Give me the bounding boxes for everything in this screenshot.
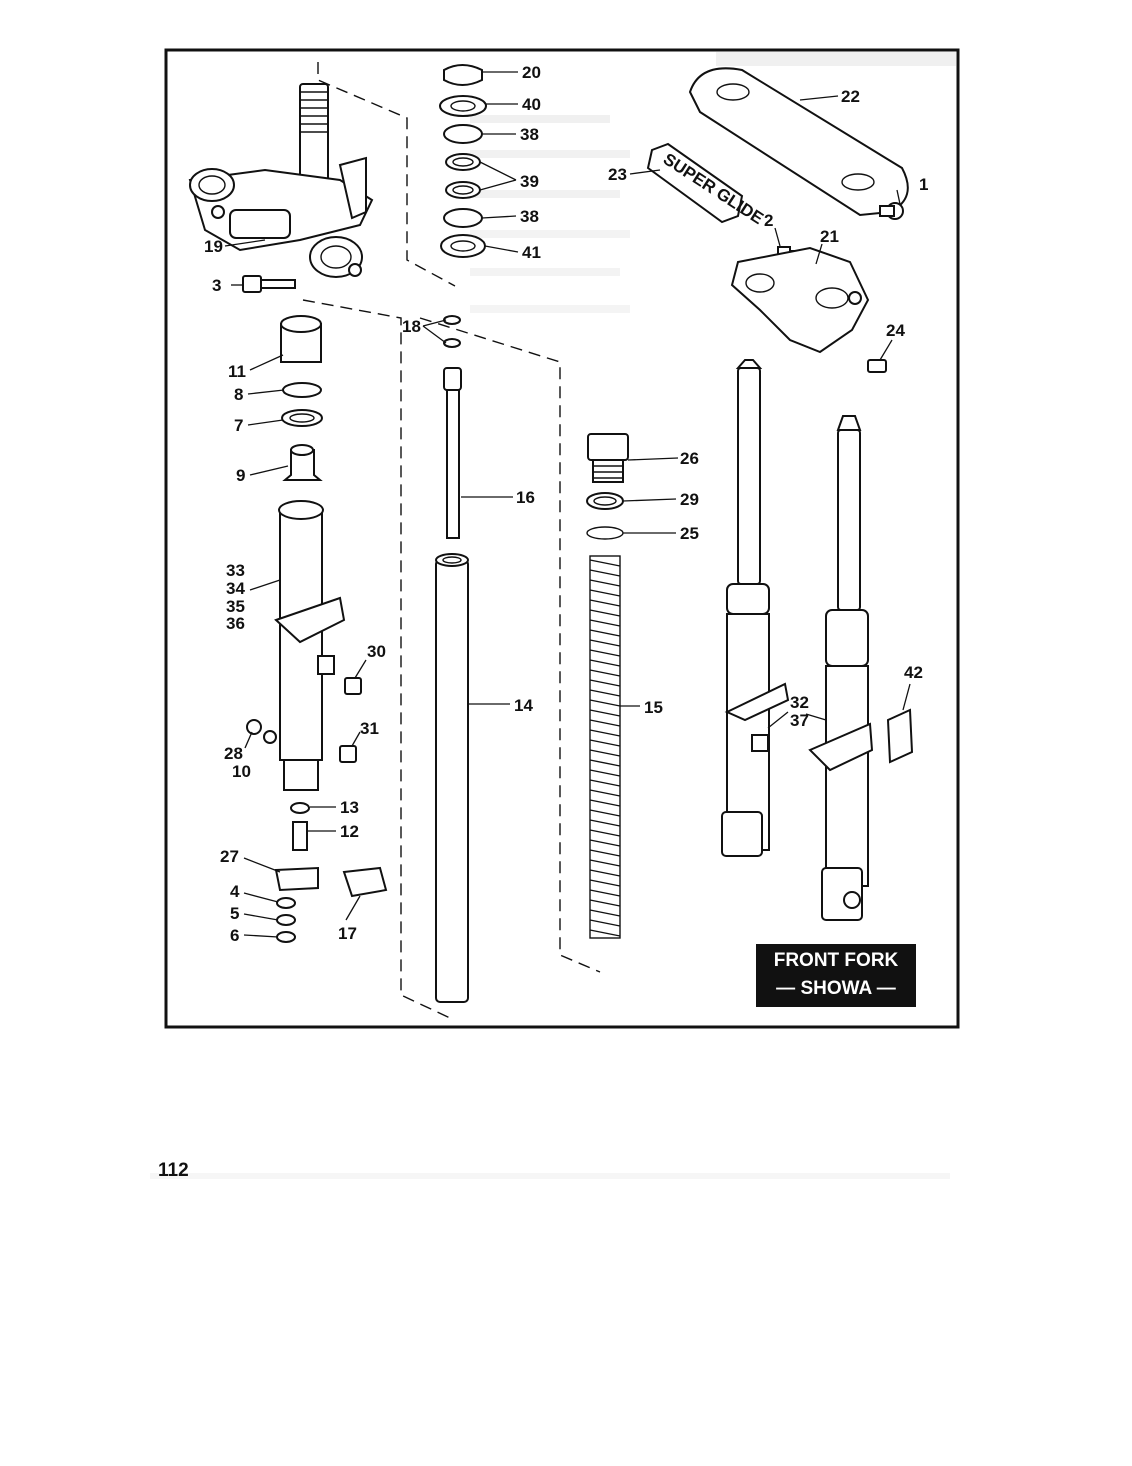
callout-5: 5 <box>230 904 239 923</box>
callout-11: 11 <box>228 362 246 381</box>
callout-36: 36 <box>226 614 245 633</box>
callout-27: 27 <box>220 847 239 866</box>
callout-10: 10 <box>232 762 251 781</box>
label-decal-42 <box>886 708 914 764</box>
callout-13: 13 <box>340 798 359 817</box>
title-line-2: — SHOWA — <box>776 978 896 999</box>
callout-33: 33 <box>226 561 245 580</box>
callout-4: 4 <box>230 882 240 901</box>
callout-18: 18 <box>402 317 421 336</box>
leader-lines <box>224 71 911 938</box>
title-line-1: FRONT FORK <box>773 950 899 971</box>
callout-20: 20 <box>522 63 541 82</box>
assembled-fork-right <box>808 415 874 921</box>
callout-23: 23 <box>608 165 627 184</box>
fork-tube-14 <box>435 553 469 1003</box>
screw-1 <box>879 202 904 220</box>
callout-35: 35 <box>226 597 245 616</box>
callout-38-lower: 38 <box>520 207 539 226</box>
callout-34: 34 <box>226 579 245 598</box>
bleed-through-text <box>150 52 956 1179</box>
callout-16: 16 <box>516 488 535 507</box>
fork-spring-15 <box>589 555 621 939</box>
callout-40: 40 <box>522 95 541 114</box>
callout-37: 37 <box>790 711 809 730</box>
assembly-guide-lines <box>302 62 601 1019</box>
callout-12: 12 <box>340 822 359 841</box>
callout-38-upper: 38 <box>520 125 539 144</box>
callout-39: 39 <box>520 172 539 191</box>
callout-32: 32 <box>790 693 809 712</box>
callout-24: 24 <box>886 321 905 340</box>
left-column-seals <box>280 315 323 481</box>
cap-bolt-26 <box>587 433 629 483</box>
damper-rod-16 <box>443 315 462 539</box>
callout-labels: 20 40 38 39 38 41 22 23 1 2 21 24 19 3 1… <box>204 63 928 945</box>
callout-1: 1 <box>919 175 928 194</box>
callout-14: 14 <box>514 696 533 715</box>
callout-41: 41 <box>522 243 541 262</box>
callout-30: 30 <box>367 642 386 661</box>
callout-31: 31 <box>360 719 379 738</box>
pinch-bolt-3 <box>242 275 296 293</box>
callout-3: 3 <box>212 276 221 295</box>
left-fork-slider <box>274 500 346 791</box>
lower-triple-clamp <box>188 83 374 278</box>
page-number: 112 <box>158 1160 189 1181</box>
callout-7: 7 <box>234 416 243 435</box>
callout-15: 15 <box>644 698 663 717</box>
callout-28: 28 <box>224 744 243 763</box>
callout-42: 42 <box>904 663 923 682</box>
callout-2: 2 <box>764 211 773 230</box>
small-hardware <box>246 677 388 943</box>
set-screw-24 <box>867 359 887 373</box>
assembled-fork-left <box>721 359 790 857</box>
callout-6: 6 <box>230 926 239 945</box>
callout-17: 17 <box>338 924 357 943</box>
callout-25: 25 <box>680 524 699 543</box>
callout-22: 22 <box>841 87 860 106</box>
callout-26: 26 <box>680 449 699 468</box>
fork-bracket-21 <box>730 246 870 354</box>
callout-29: 29 <box>680 490 699 509</box>
front-fork-title-box: FRONT FORK — SHOWA — <box>756 944 916 1007</box>
callout-21: 21 <box>820 227 839 246</box>
callout-19: 19 <box>204 237 223 256</box>
callout-9: 9 <box>236 466 245 485</box>
callout-8: 8 <box>234 385 243 404</box>
